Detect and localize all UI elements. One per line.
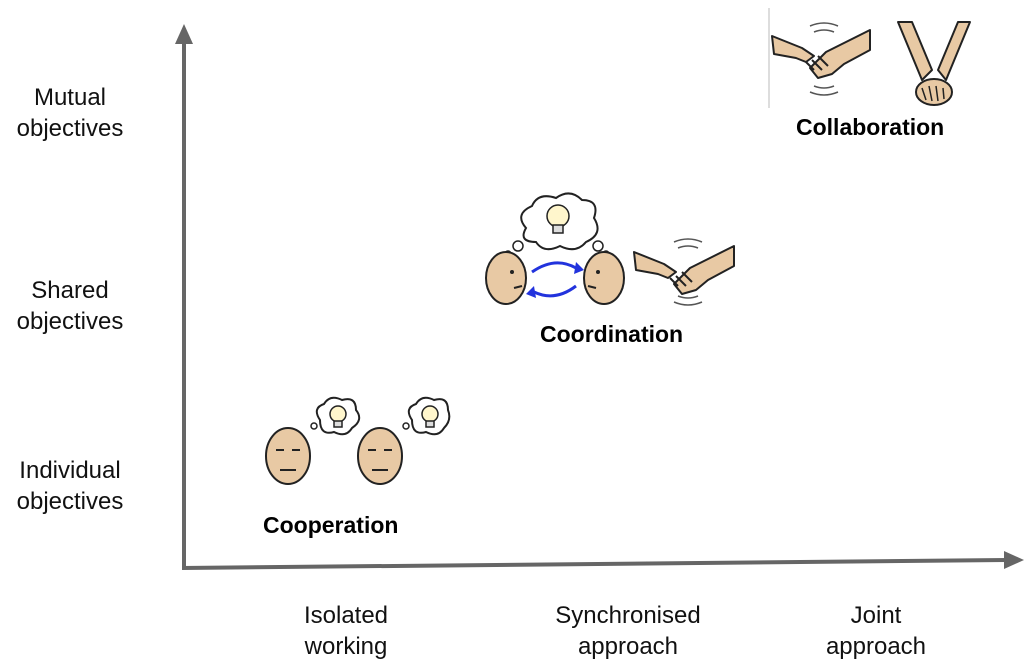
handshake-icon — [771, 22, 871, 96]
handshake-icon — [633, 238, 735, 306]
x-label-line: Isolated — [303, 602, 389, 629]
lightbulb-icon — [421, 405, 439, 428]
coordination-illustration — [485, 192, 735, 306]
collaboration-illustration — [768, 8, 971, 108]
y-label-line: objectives — [16, 488, 124, 515]
lightbulb-icon — [329, 405, 347, 428]
y-label-line: objectives — [16, 115, 124, 142]
cooperation-illustration — [265, 396, 451, 485]
exchange-arrows-icon — [526, 261, 584, 298]
thought-bubble-icon — [504, 192, 610, 258]
lightbulb-icon — [546, 204, 570, 234]
thinking-head-icon — [265, 427, 311, 485]
coordination-label: Coordination — [540, 321, 684, 347]
x-label-line: approach — [825, 633, 927, 660]
thought-bubble-icon — [315, 396, 361, 436]
y-label-shared: Shared objectives — [0, 275, 140, 337]
y-label-line: Mutual — [33, 84, 107, 111]
x-axis-arrowhead — [1004, 551, 1024, 569]
thinking-head-icon — [583, 251, 625, 305]
y-label-line: Shared — [31, 277, 109, 304]
x-label-line: Synchronised — [555, 602, 701, 629]
y-label-line: objectives — [16, 308, 124, 335]
x-label-line: Joint — [850, 602, 902, 629]
x-label-isolated: Isolated working — [246, 600, 446, 662]
y-label-line: Individual — [19, 457, 121, 484]
cooperation-label: Cooperation — [263, 512, 399, 538]
x-label-line: approach — [577, 633, 679, 660]
y-label-mutual: Mutual objectives — [0, 82, 140, 144]
y-axis-arrowhead — [175, 24, 193, 44]
thinking-head-icon — [485, 251, 527, 305]
x-label-joint: Joint approach — [776, 600, 976, 662]
x-axis-line — [181, 558, 1007, 570]
collaboration-label: Collaboration — [796, 114, 945, 140]
x-label-line: working — [304, 633, 388, 660]
y-label-individual: Individual objectives — [0, 455, 140, 517]
thinking-head-icon — [357, 427, 403, 485]
thought-bubble-icon — [407, 396, 451, 436]
x-label-synchronised: Synchronised approach — [528, 600, 728, 662]
holding-hands-icon — [897, 21, 971, 106]
